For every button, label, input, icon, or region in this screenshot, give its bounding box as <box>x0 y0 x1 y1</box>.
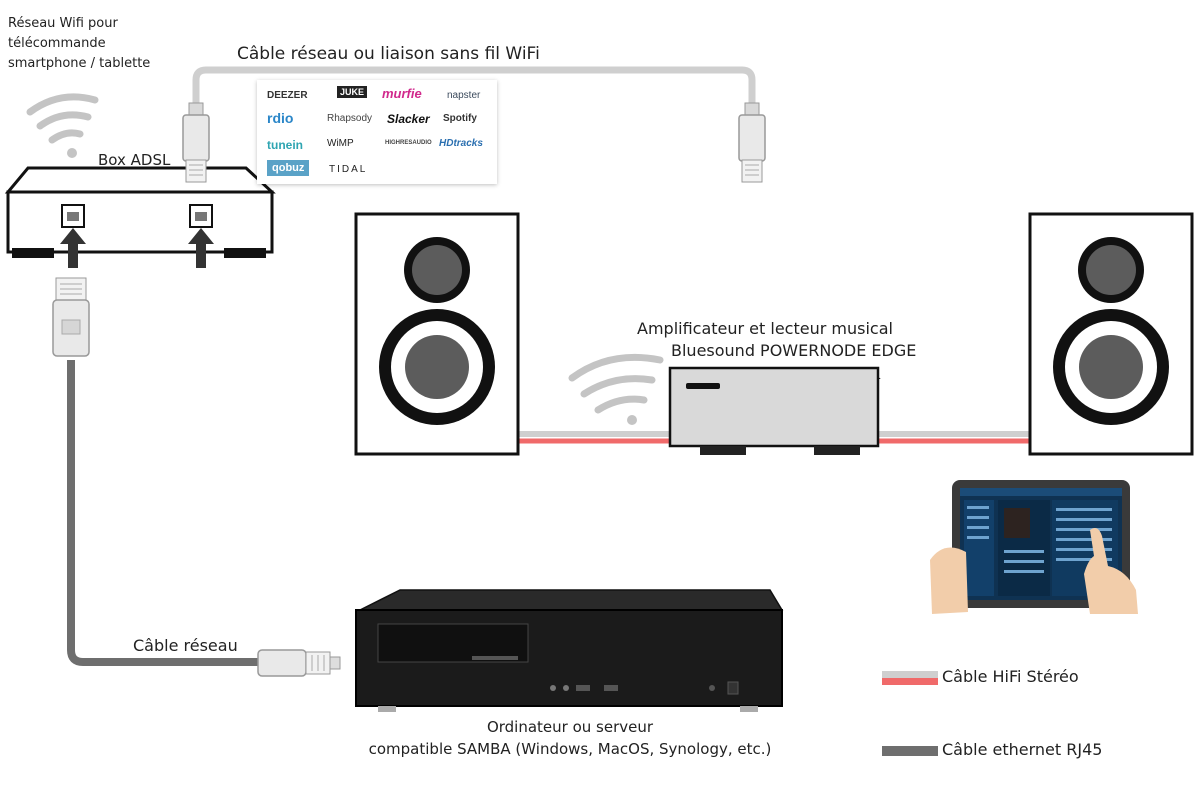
service-logo: TIDAL <box>329 164 368 175</box>
service-logo: Slacker <box>387 112 430 126</box>
top-network-cable <box>192 66 756 105</box>
streaming-services-panel: DEEZER JUKE murfie napster rdio Rhapsody… <box>257 80 497 184</box>
rj45-connector-top-right <box>738 102 766 183</box>
legend-ethernet-label: Câble ethernet RJ45 <box>942 740 1103 759</box>
hifi-cable-right <box>878 431 1030 444</box>
speaker-right <box>1028 212 1194 456</box>
service-logo: HDtracks <box>439 138 483 149</box>
service-logo: tunein <box>267 138 303 152</box>
wifi-icon-box <box>26 93 99 158</box>
service-logo: JUKE <box>337 86 368 98</box>
adsl-box <box>4 166 276 258</box>
legend-ethernet-swatch <box>882 746 938 756</box>
rj45-connector-pc <box>257 649 341 677</box>
network-cable-label: Câble réseau <box>133 636 238 655</box>
pc-server-label: Ordinateur ou serveur compatible SAMBA (… <box>368 718 772 758</box>
pc-server <box>355 589 784 712</box>
legend-hifi-swatch <box>882 671 938 685</box>
service-logo: HIGHRESAUDIO <box>385 140 432 146</box>
service-logo: Rhapsody <box>327 113 373 124</box>
service-logo: rdio <box>267 110 294 126</box>
rj45-connector-top-left <box>182 102 210 183</box>
legend-hifi-label: Câble HiFi Stéréo <box>942 667 1079 686</box>
hifi-cable-left <box>518 431 672 444</box>
wifi-icon-amp <box>568 353 664 425</box>
service-logo: qobuz <box>267 160 310 176</box>
wifi-remote-label: Réseau Wifi pour télécommande smartphone… <box>8 16 151 71</box>
rj45-connector-left <box>52 277 90 357</box>
box-adsl-label: Box ADSL <box>98 151 171 169</box>
service-logo: WiMP <box>327 138 354 149</box>
arrow-up-icon <box>188 228 214 268</box>
tablet-remote <box>930 480 1138 614</box>
speaker-left <box>354 212 520 456</box>
ethernet-cable-pc <box>67 360 262 666</box>
amplifier-label: Amplificateur et lecteur musical Bluesou… <box>637 319 917 360</box>
service-logo: napster <box>447 90 481 101</box>
service-logo: Spotify <box>443 113 477 124</box>
cable-or-wifi-label: Câble réseau ou liaison sans fil WiFi <box>237 44 540 64</box>
amplifier-powernode <box>668 366 881 455</box>
service-logo: DEEZER <box>267 90 308 101</box>
arrow-up-icon <box>60 228 86 268</box>
service-logo: murfie <box>382 86 422 101</box>
